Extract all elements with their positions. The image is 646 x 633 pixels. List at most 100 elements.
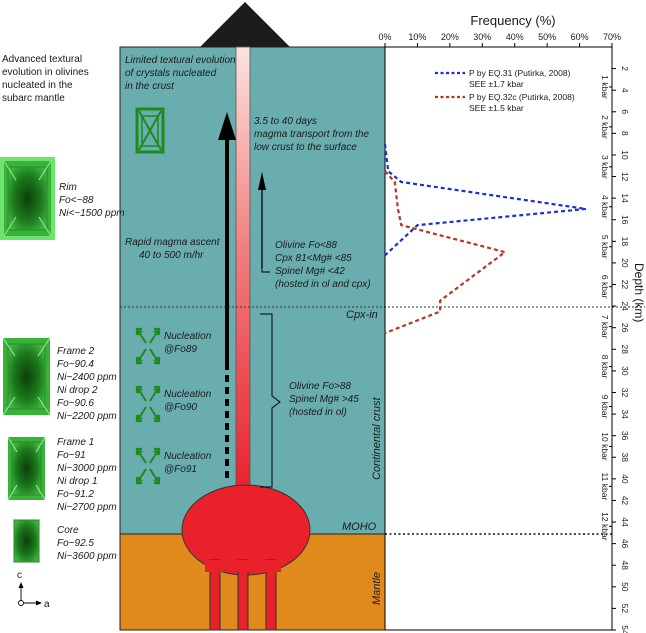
svg-text:Fo~90.6: Fo~90.6 bbox=[57, 398, 94, 409]
depth-tick-label: 34 bbox=[620, 409, 630, 419]
x-tick-label: 50% bbox=[538, 32, 556, 42]
depth-tick-label: 54 bbox=[620, 625, 630, 633]
svg-text:Ni<~1500 ppm: Ni<~1500 ppm bbox=[59, 208, 125, 219]
left-heading: Advanced textural evolution in olivines … bbox=[2, 54, 89, 104]
svg-text:40 to 500 m/hr: 40 to 500 m/hr bbox=[139, 250, 204, 261]
nucleation-texts: Nucleation @Fo89 Nucleation @Fo90 Nuclea… bbox=[164, 331, 212, 475]
continental-crust-label: Continental crust bbox=[371, 397, 383, 480]
crust-crystal-icon bbox=[135, 107, 165, 154]
transport-text: 3.5 to 40 days magma transport from the … bbox=[254, 116, 369, 153]
svg-text:Frame 2: Frame 2 bbox=[57, 346, 95, 357]
depth-tick-label: 4 bbox=[620, 88, 630, 93]
svg-text:Ni drop 1: Ni drop 1 bbox=[57, 476, 98, 487]
kbar-label: 8 kbar bbox=[600, 355, 610, 379]
core-text: Core Fo~92.5 Ni~3600 ppm bbox=[57, 525, 117, 562]
svg-text:c: c bbox=[17, 570, 22, 581]
svg-text:(hosted in ol): (hosted in ol) bbox=[289, 407, 347, 418]
svg-text:Ni~2400 ppm: Ni~2400 ppm bbox=[57, 372, 117, 383]
svg-text:Fo~92.5: Fo~92.5 bbox=[57, 538, 94, 549]
series-line-eq32c bbox=[384, 170, 508, 335]
olivine-lower-text: Olivine Fo>88 Spinel Mg# >45 (hosted in … bbox=[289, 381, 359, 418]
svg-text:Spinel Mg# <42: Spinel Mg# <42 bbox=[275, 266, 345, 277]
depth-tick-label: 14 bbox=[620, 193, 630, 203]
kbar-label: 1 kbar bbox=[600, 75, 610, 99]
x-tick-label: 10% bbox=[408, 32, 426, 42]
svg-text:Spinel Mg# >45: Spinel Mg# >45 bbox=[289, 394, 359, 405]
x-tick-label: 30% bbox=[473, 32, 491, 42]
ascent-text: Rapid magma ascent 40 to 500 m/hr bbox=[125, 237, 221, 261]
upper-bracket bbox=[261, 261, 270, 273]
chart-legend: P by EQ.31 (Putirka, 2008) SEE ±1.7 kbar… bbox=[435, 68, 575, 113]
svg-text:Ni~2700 ppm: Ni~2700 ppm bbox=[57, 502, 117, 513]
lower-bracket bbox=[260, 313, 281, 488]
depth-tick-label: 50 bbox=[620, 582, 630, 592]
x-tick-label: 40% bbox=[506, 32, 524, 42]
depth-tick-label: 12 bbox=[620, 172, 630, 182]
series-lines bbox=[383, 144, 587, 335]
svg-text:magma transport from the: magma transport from the bbox=[254, 129, 369, 140]
y-axis-label: Depth (km) bbox=[632, 263, 646, 322]
legend-note-eq31: SEE ±1.7 kbar bbox=[469, 79, 524, 89]
olivine-upper-text: Olivine Fo<88 Cpx 81<Mg# <85 Spinel Mg# … bbox=[275, 240, 371, 290]
kbar-label: 9 kbar bbox=[600, 395, 610, 419]
depth-tick-label: 52 bbox=[620, 604, 630, 614]
svg-text:@Fo90: @Fo90 bbox=[164, 402, 197, 413]
kbar-label: 7 kbar bbox=[600, 315, 610, 339]
nucleation-icon bbox=[135, 447, 161, 485]
chart-frame bbox=[384, 46, 613, 631]
limited-evolution-text: Limited textural evolution of crystals n… bbox=[125, 55, 236, 92]
depth-tick-label: 26 bbox=[620, 323, 630, 333]
svg-text:Fo~91.2: Fo~91.2 bbox=[57, 489, 94, 500]
chamber-fill bbox=[205, 560, 281, 572]
x-tick-label: 60% bbox=[571, 32, 589, 42]
svg-text:Frame 1: Frame 1 bbox=[57, 437, 94, 448]
rim-crystal-icon bbox=[0, 157, 55, 240]
svg-text:@Fo89: @Fo89 bbox=[164, 344, 197, 355]
svg-text:Ni drop 2: Ni drop 2 bbox=[57, 385, 98, 396]
svg-text:3.5 to 40 days: 3.5 to 40 days bbox=[254, 116, 317, 127]
depth-tick-label: 30 bbox=[620, 366, 630, 376]
svg-text:subarc mantle: subarc mantle bbox=[2, 93, 65, 104]
ascent-arrow-head bbox=[218, 112, 236, 140]
kbar-label: 6 kbar bbox=[600, 275, 610, 299]
chart-title: Frequency (%) bbox=[470, 13, 555, 28]
frame2-text: Frame 2 Fo~90.4 Ni~2400 ppm Ni drop 2 Fo… bbox=[57, 346, 117, 422]
svg-text:low crust to the surface: low crust to the surface bbox=[254, 142, 357, 153]
frequency-depth-chart: Frequency (%) Depth (km) 0%10%20%30%40%5… bbox=[378, 13, 646, 633]
crystal-axis-glyph: c a bbox=[17, 570, 50, 610]
volcano-cone bbox=[200, 2, 290, 47]
depth-tick-label: 32 bbox=[620, 388, 630, 398]
depth-tick-label: 42 bbox=[620, 496, 630, 506]
svg-text:of crystals nucleated: of crystals nucleated bbox=[125, 68, 217, 79]
depth-tick-label: 2 bbox=[620, 66, 630, 71]
nucleation-icon bbox=[135, 385, 161, 423]
nucleation-icon bbox=[135, 327, 161, 365]
svg-text:Core: Core bbox=[57, 525, 79, 536]
svg-text:a: a bbox=[44, 599, 50, 610]
svg-text:Fo~90.4: Fo~90.4 bbox=[57, 359, 94, 370]
depth-tick-label: 24 bbox=[620, 301, 630, 311]
nucleation-icons bbox=[135, 327, 161, 485]
svg-text:Ni~2200 ppm: Ni~2200 ppm bbox=[57, 411, 117, 422]
svg-text:Olivine Fo<88: Olivine Fo<88 bbox=[275, 240, 337, 251]
svg-text:@Fo91: @Fo91 bbox=[164, 464, 197, 475]
depth-tick-label: 40 bbox=[620, 474, 630, 484]
depth-tick-label: 22 bbox=[620, 280, 630, 290]
svg-text:Ni~3600 ppm: Ni~3600 ppm bbox=[57, 551, 117, 562]
mantle-label: Mantle bbox=[371, 572, 383, 605]
svg-text:evolution in olivines: evolution in olivines bbox=[2, 67, 89, 78]
svg-text:Ni~3000 ppm: Ni~3000 ppm bbox=[57, 463, 117, 474]
x-ticks: 0%10%20%30%40%50%60%70% bbox=[378, 32, 621, 47]
kbar-label: 2 kbar bbox=[600, 115, 610, 139]
svg-text:in the crust: in the crust bbox=[125, 81, 175, 92]
core-crystal-icon bbox=[13, 519, 40, 563]
svg-text:(hosted in ol and cpx): (hosted in ol and cpx) bbox=[275, 279, 371, 290]
svg-text:Olivine Fo>88: Olivine Fo>88 bbox=[289, 381, 351, 392]
depth-tick-label: 48 bbox=[620, 560, 630, 570]
moho-label: MOHO bbox=[342, 521, 377, 533]
kbar-label: 3 kbar bbox=[600, 155, 610, 179]
kbar-label: 12 kbar bbox=[600, 512, 610, 541]
svg-text:nucleated in the: nucleated in the bbox=[2, 80, 73, 91]
x-tick-label: 0% bbox=[378, 32, 391, 42]
